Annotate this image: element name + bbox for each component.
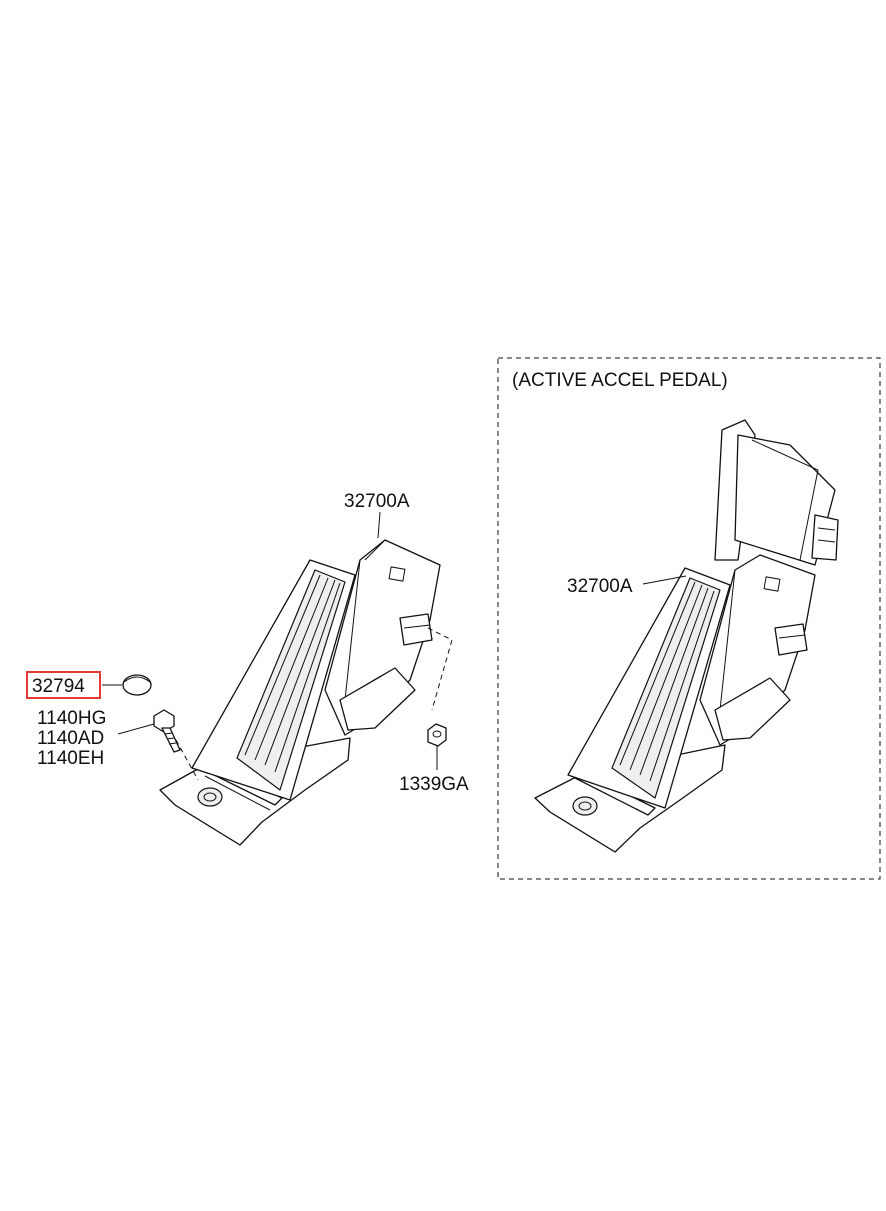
- bolt-part[interactable]: [153, 709, 181, 753]
- label-1140hg[interactable]: 1140HG: [37, 708, 106, 729]
- leader-bolt: [117, 723, 155, 735]
- insert-title: (ACTIVE ACCEL PEDAL): [512, 370, 728, 391]
- assembly-line-nut: [427, 627, 453, 711]
- accelerator-pedal-main[interactable]: [159, 539, 441, 846]
- assembly-line-bolt: [175, 739, 199, 781]
- nut-part[interactable]: [427, 723, 447, 747]
- label-32700a-active[interactable]: 32700A: [567, 576, 633, 597]
- cap-part[interactable]: [122, 674, 152, 696]
- leader-32700a-main: [377, 511, 381, 539]
- accelerator-pedal-active[interactable]: [534, 419, 839, 853]
- leader-32700a-active: [642, 575, 687, 585]
- label-1140eh[interactable]: 1140EH: [37, 748, 104, 769]
- label-32794[interactable]: 32794: [32, 676, 85, 697]
- label-32700a-main[interactable]: 32700A: [344, 491, 410, 512]
- active-pedal-insert-frame: [497, 357, 881, 880]
- part-highlight-box: [26, 671, 101, 699]
- label-1339ga[interactable]: 1339GA: [399, 774, 469, 795]
- label-1140ad[interactable]: 1140AD: [37, 728, 104, 749]
